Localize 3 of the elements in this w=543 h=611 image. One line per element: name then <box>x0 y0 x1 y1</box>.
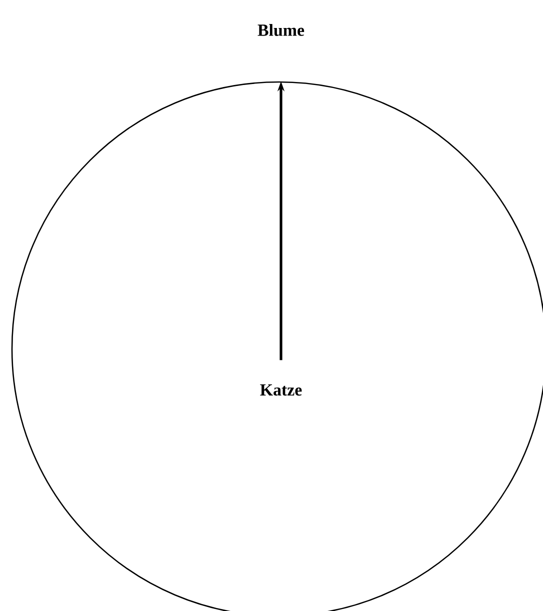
circle-outline <box>11 81 543 611</box>
label-text: Blume <box>258 24 304 36</box>
label-text: Katze <box>260 384 302 396</box>
